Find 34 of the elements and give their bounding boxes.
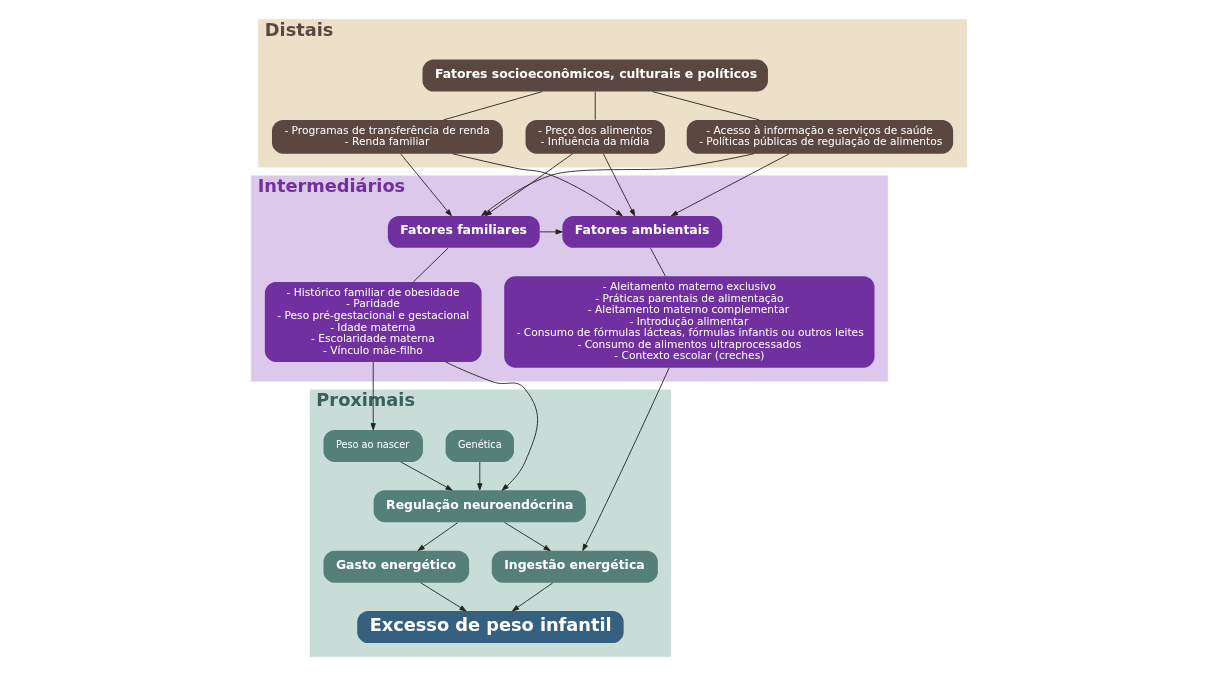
node-box: Fatores socioeconômicos, culturais e políticos — [422, 59, 768, 92]
node-box: - Preço dos alimentos - Influência da mídia — [525, 119, 665, 154]
arrow — [484, 153, 573, 217]
arrow — [538, 229, 563, 235]
arrow — [602, 153, 635, 217]
arrow — [451, 153, 623, 217]
arrow — [480, 153, 754, 217]
connector — [412, 247, 448, 283]
node-box: Excesso de peso infantil — [356, 611, 624, 644]
arrow — [511, 582, 553, 612]
connector — [651, 91, 760, 121]
arrow — [444, 361, 538, 491]
node-box: Fatores ambientais — [561, 215, 722, 248]
node-box: Peso ao nascer — [323, 429, 423, 462]
arrow — [670, 153, 790, 217]
node-box: Ingestão energética — [491, 550, 658, 583]
node-box: - Programas de transferência de renda - Renda familiar — [271, 119, 503, 154]
node-box: Genética — [445, 429, 514, 462]
arrow — [419, 582, 466, 612]
node-box: - Acesso à informação e serviços de saúde - Políticas públicas de regulação de alimentos — [686, 119, 953, 154]
node-box: Gasto energético — [323, 550, 469, 583]
arrow — [399, 153, 452, 217]
node-box: - Histórico familiar de obesidade - Paridade - Peso pré-gestacional e gestacional - Idade materna - Escolaridade materna - Vínculo mãe-filho — [264, 282, 482, 362]
arrow — [503, 522, 551, 552]
arrow — [400, 461, 453, 491]
node-box: Fatores familiares — [387, 215, 540, 248]
node-box: - Aleitamento materno exclusivo - Práticas parentais de alimentação - Aleitamento materno complementar - Introdução alimentar - Consumo de fórmulas lácteas, fórmulas infantis ou outros leites - Consumo de alimentos ultraprocessados - Contexto escolar (creches) — [503, 276, 875, 368]
arrow — [476, 461, 482, 491]
connector — [594, 91, 596, 121]
arrow — [417, 522, 458, 551]
node-box: Regulação neuroendócrina — [373, 490, 586, 523]
arrow — [370, 361, 376, 431]
connector — [442, 91, 543, 121]
connector — [649, 247, 666, 277]
